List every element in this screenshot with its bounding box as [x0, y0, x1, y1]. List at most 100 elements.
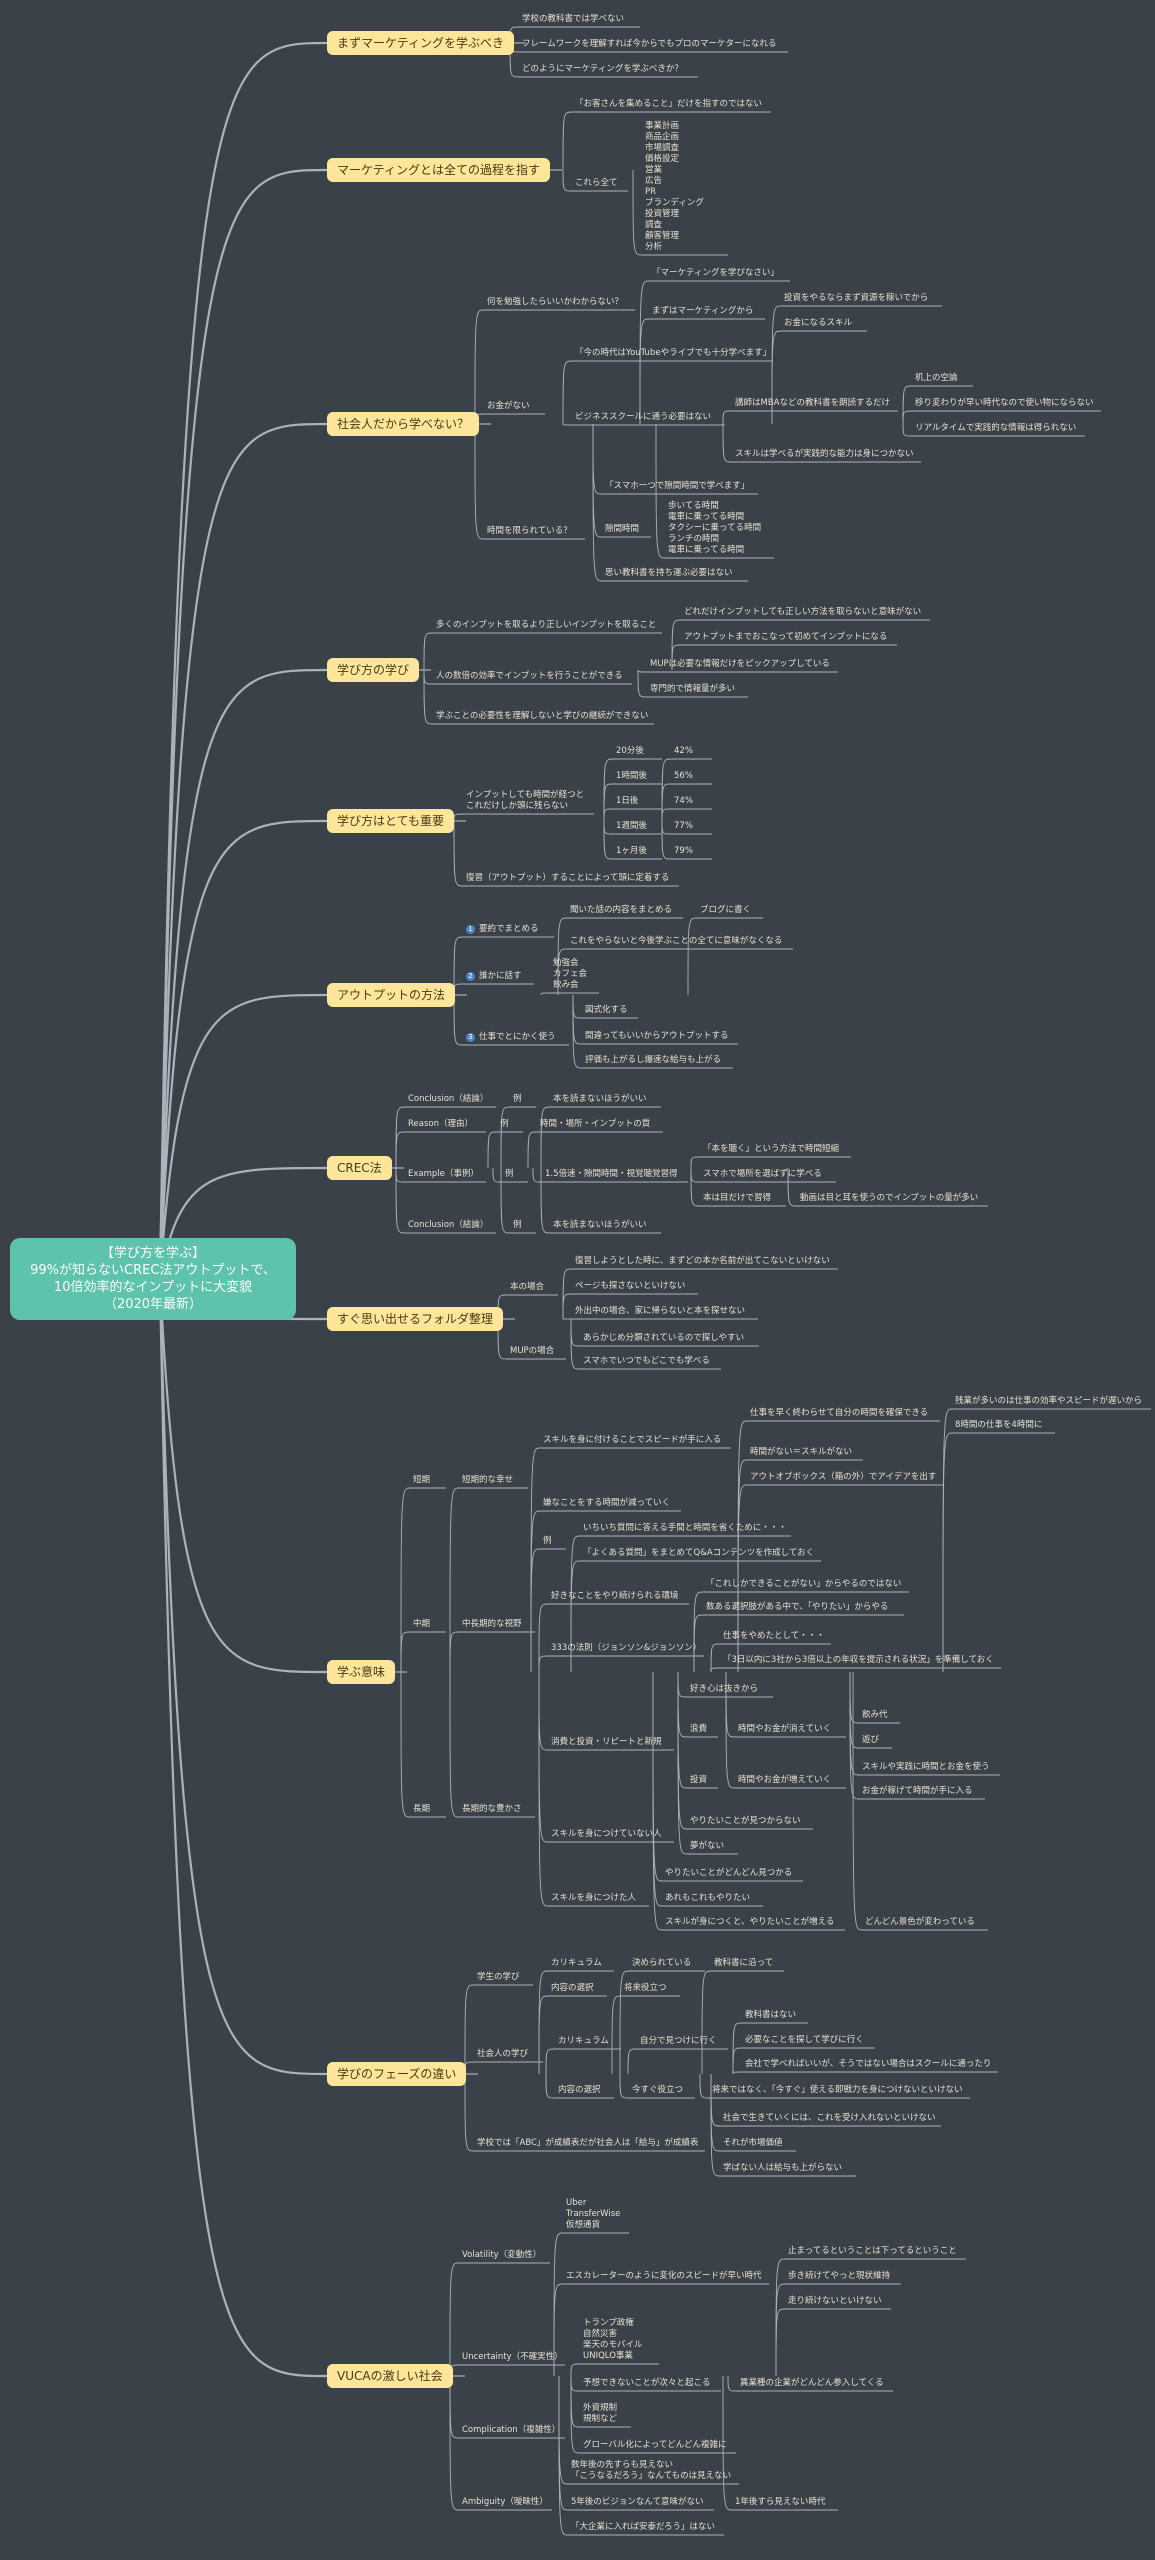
topic-node[interactable]: スキルは学べるが実践的な能力は身につかない — [735, 449, 914, 459]
topic-node[interactable]: 好きなことをやり続けられる環境 — [551, 1591, 679, 1601]
topic-node[interactable]: やりたいことが見つからない — [690, 1816, 801, 1826]
topic-node[interactable]: 投資 — [690, 1775, 708, 1785]
topic-node[interactable]: お金がない — [487, 401, 530, 411]
topic-node[interactable]: 「よくある質問」をまとめてQ&Aコンテンツを作成しておく — [583, 1548, 815, 1558]
topic-node[interactable]: スマホでいつでもどこでも学べる — [583, 1356, 710, 1366]
topic-node[interactable]: 将来役立つ — [624, 1983, 667, 1993]
topic-node[interactable]: お金になるスキル — [784, 318, 853, 328]
branch-topic[interactable]: 学び方はとても重要 — [327, 809, 455, 833]
topic-node[interactable]: 例 — [513, 1220, 522, 1230]
topic-node[interactable]: 社会人の学び — [477, 2049, 529, 2059]
topic-node[interactable]: 動画は目と耳を使うのでインプットの量が多い — [800, 1193, 979, 1203]
topic-node[interactable]: 外出中の場合、家に帰らないと本を探せない — [575, 1306, 746, 1316]
topic-node[interactable]: 数ある選択肢がある中で、「やりたい」からやる — [706, 1602, 889, 1612]
topic-node[interactable]: 仕事を早く終わらせて自分の時間を確保できる — [750, 1408, 929, 1418]
topic-node[interactable]: 専門的で情報量が多い — [650, 684, 736, 694]
topic-node[interactable]: 移り変わりが早い時代なので使い物にならない — [915, 398, 1094, 408]
topic-node[interactable]: 学ばない人は給与も上がらない — [723, 2163, 843, 2173]
topic-node[interactable]: 長期 — [413, 1804, 431, 1814]
topic-node[interactable]: スキルや実践に時間とお金を使う — [862, 1762, 990, 1772]
topic-node[interactable]: 本を読まないほうがいい — [553, 1220, 647, 1230]
topic-node[interactable]: 復習しようとした時に、まずどの本か名前が出てこないといけない — [575, 1256, 830, 1266]
topic-node[interactable]: Uncertainty（不確実性） — [462, 2352, 563, 2362]
topic-node[interactable]: これをやらないと今後学ぶことの全てに意味がなくなる — [570, 936, 783, 946]
topic-node[interactable]: 本を読まないほうがいい — [553, 1094, 647, 1104]
topic-node[interactable]: Volatility（変動性） — [462, 2250, 542, 2260]
branch-topic[interactable]: すぐ思い出せるフォルダ整理 — [327, 1307, 504, 1331]
branch-topic[interactable]: 学びのフェーズの違い — [327, 2062, 467, 2086]
topic-node[interactable]: 時間がない＝スキルがない — [750, 1447, 853, 1457]
topic-node[interactable]: 「お客さんを集めること」だけを指すのではない — [575, 99, 763, 109]
topic-node[interactable]: スキルを身につけた人 — [551, 1893, 637, 1903]
topic-node[interactable]: 時間・場所・インプットの質 — [540, 1119, 651, 1129]
topic-node[interactable]: 外資規制規制など — [583, 2403, 618, 2424]
topic-node[interactable]: 1年後すら見えない時代 — [735, 2497, 826, 2507]
topic-node[interactable]: Ambiguity（曖昧性） — [462, 2497, 548, 2507]
topic-node[interactable]: 残業が多いのは仕事の効率やスピードが遅いから — [955, 1396, 1143, 1406]
topic-node[interactable]: カリキュラム — [558, 2036, 609, 2046]
topic-node[interactable]: いちいち質問に答える手間と時間を省くために・・・ — [583, 1523, 787, 1533]
topic-node[interactable]: スキルが身につくと、やりたいことが増える — [665, 1917, 835, 1927]
topic-node[interactable]: 1週間後 — [616, 821, 647, 831]
topic-node[interactable]: Reason（理由） — [408, 1119, 473, 1129]
topic-node[interactable]: アウトオブボックス（箱の外）でアイデアを出す — [750, 1472, 937, 1482]
topic-node[interactable]: 42% — [674, 746, 693, 756]
topic-node[interactable]: スキルを身に付けることでスピードが手に入る — [543, 1435, 722, 1445]
topic-node[interactable]: 図式化する — [585, 1005, 628, 1015]
topic-node[interactable]: 今すぐ役立つ — [632, 2085, 684, 2095]
branch-topic[interactable]: CREC法 — [327, 1156, 392, 1180]
topic-node[interactable]: 時間やお金が増えていく — [738, 1775, 832, 1785]
topic-node[interactable]: 隙間時間 — [605, 524, 640, 534]
topic-node[interactable]: 「本を聴く」という方法で時間短縮 — [703, 1144, 840, 1154]
topic-node[interactable]: 好き心は抜きから — [690, 1684, 759, 1694]
topic-node[interactable]: 例 — [543, 1536, 552, 1546]
topic-node[interactable]: 机上の空論 — [915, 373, 958, 383]
topic-node[interactable]: 「マーケティングを学びなさい」 — [652, 268, 779, 278]
topic-node[interactable]: 社会で生きていくには、これを受け入れないといけない — [723, 2113, 936, 2123]
branch-topic[interactable]: 学ぶ意味 — [327, 1660, 396, 1684]
topic-node[interactable]: どんどん景色が変わっている — [865, 1917, 975, 1927]
topic-node[interactable]: 例 — [505, 1169, 514, 1179]
topic-node[interactable]: 聞いた話の内容をまとめる — [570, 905, 673, 915]
topic-node[interactable]: 56% — [674, 771, 693, 781]
topic-node[interactable]: 遊び — [862, 1735, 880, 1745]
topic-node[interactable]: スキルを身につけていない人 — [551, 1829, 662, 1839]
topic-node[interactable]: どれだけインプットしても正しい方法を取らないと意味がない — [684, 607, 922, 617]
topic-node[interactable]: 74% — [674, 796, 693, 806]
topic-node[interactable]: 8時間の仕事を4時間に — [955, 1420, 1043, 1430]
topic-node[interactable]: 自分で見つけに行く — [640, 2036, 717, 2046]
topic-node[interactable]: 決められている — [632, 1958, 692, 1968]
topic-node[interactable]: 5年後のビジョンなんて意味がない — [571, 2497, 704, 2507]
topic-node[interactable]: 学生の学び — [477, 1972, 520, 1982]
topic-node[interactable]: 「スマホ一つで隙間時間で学べます」 — [605, 481, 750, 491]
topic-node[interactable]: 例 — [513, 1094, 522, 1104]
topic-node[interactable]: 77% — [674, 821, 693, 831]
topic-node[interactable]: 時間を限られている？ — [487, 526, 572, 536]
topic-node[interactable]: 例 — [500, 1119, 509, 1129]
topic-node[interactable]: ビジネススクールに通う必要はない — [575, 412, 712, 422]
topic-node[interactable]: 勉強会カフェ会飲み会 — [553, 958, 588, 990]
topic-node[interactable]: 何を勉強したらいいかわからない？ — [487, 297, 624, 307]
topic-node[interactable]: 長期的な豊かさ — [462, 1804, 522, 1814]
topic-node[interactable]: 走り続けないといけない — [788, 2296, 882, 2306]
topic-node[interactable]: 浪費 — [690, 1724, 708, 1734]
topic-node[interactable]: 歩いてる時間電車に乗ってる時間タクシーに乗ってる時間ランチの時間電車に乗ってる時… — [668, 501, 762, 555]
branch-topic[interactable]: 学び方の学び — [327, 658, 420, 682]
topic-node[interactable]: 仕事をやめたとして・・・ — [723, 1631, 825, 1641]
topic-node[interactable]: これら全て — [575, 178, 618, 188]
topic-node[interactable]: MUPは必要な情報だけをピックアップしている — [650, 659, 830, 669]
topic-node[interactable]: 333の法則（ジョンソン&ジョンソン） — [551, 1643, 702, 1653]
topic-node[interactable]: 「大企業に入れば安泰だろう」はない — [571, 2522, 715, 2532]
branch-topic[interactable]: 社会人だから学べない？ — [327, 412, 480, 436]
topic-node[interactable]: グローバル化によってどんどん複雑に — [583, 2440, 727, 2450]
topic-node[interactable]: 思い教科書を持ち運ぶ必要はない — [605, 568, 733, 578]
topic-node[interactable]: MUPの場合 — [510, 1346, 555, 1356]
topic-node[interactable]: リアルタイムで実践的な情報は得られない — [915, 423, 1077, 433]
topic-node[interactable]: 内容の選択 — [551, 1983, 594, 1993]
topic-node[interactable]: 人の数倍の効率でインプットを行うことができる — [436, 671, 623, 681]
topic-node[interactable]: 消費と投資・リピートと新規 — [551, 1737, 662, 1747]
topic-node[interactable]: 復習（アウトプット）することによって頭に定着する — [466, 873, 670, 883]
